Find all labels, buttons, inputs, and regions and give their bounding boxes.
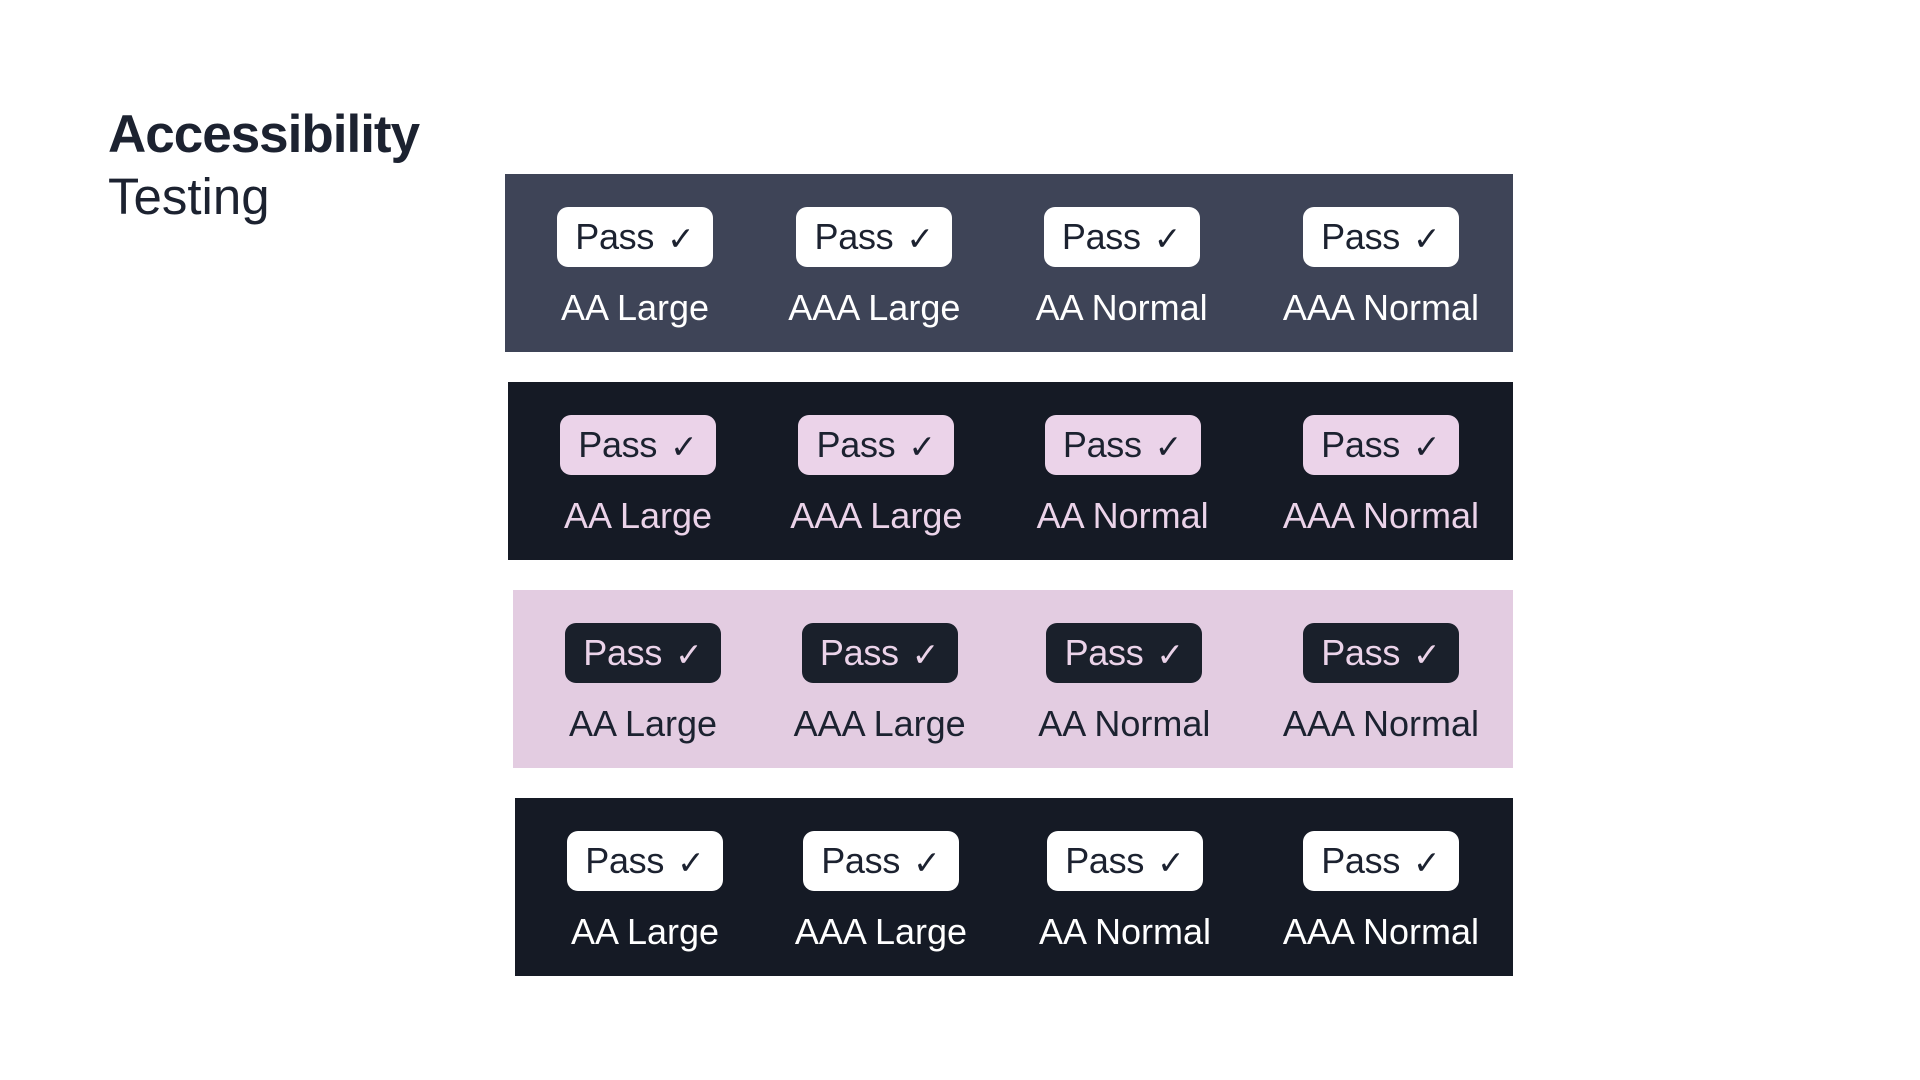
check-icon: ✓ (1413, 843, 1441, 881)
contrast-test-cell: Pass ✓ AA Normal (1037, 415, 1209, 537)
pass-badge: Pass ✓ (1046, 623, 1203, 683)
title-line-primary: Accessibility (108, 105, 420, 164)
contrast-row-pink-dark-badges: Pass ✓ AA Large Pass ✓ AAA Large Pass ✓ … (513, 590, 1513, 768)
check-icon: ✓ (677, 843, 705, 881)
pass-badge: Pass ✓ (1046, 831, 1203, 891)
check-icon: ✓ (1413, 635, 1441, 673)
check-icon: ✓ (670, 427, 698, 465)
pass-badge: Pass ✓ (1302, 623, 1459, 683)
contrast-row-dark-white-badges: Pass ✓ AA Large Pass ✓ AAA Large Pass ✓ … (515, 798, 1513, 976)
level-label: AA Large (560, 287, 710, 328)
check-icon: ✓ (1153, 219, 1182, 257)
contrast-test-cell: Pass ✓ AA Large (565, 623, 721, 745)
pass-badge-label: Pass (575, 216, 655, 257)
pass-badge-label: Pass (1061, 216, 1141, 257)
pass-badge-label: Pass (1062, 424, 1142, 465)
pass-badge: Pass ✓ (801, 623, 958, 683)
pass-badge-label: Pass (585, 840, 665, 881)
check-icon: ✓ (908, 427, 937, 465)
pass-badge-label: Pass (821, 840, 901, 881)
level-label: AAA Large (790, 495, 963, 536)
contrast-test-cell: Pass ✓ AA Normal (1038, 623, 1210, 745)
contrast-test-rows: Pass ✓ AA Large Pass ✓ AAA Large Pass ✓ … (505, 174, 1513, 976)
contrast-test-cell: Pass ✓ AA Normal (1036, 207, 1208, 329)
level-label: AAA Normal (1282, 703, 1479, 744)
pass-badge-label: Pass (1321, 632, 1401, 673)
contrast-row-slate-white-badges: Pass ✓ AA Large Pass ✓ AAA Large Pass ✓ … (505, 174, 1513, 352)
contrast-test-cell: Pass ✓ AAA Normal (1283, 831, 1479, 953)
level-label: AAA Large (788, 287, 961, 328)
pass-badge-label: Pass (1321, 424, 1401, 465)
level-label: AA Large (563, 495, 713, 536)
check-icon: ✓ (1156, 635, 1185, 673)
pass-badge-label: Pass (1064, 632, 1144, 673)
level-label: AA Normal (1035, 287, 1208, 328)
pass-badge: Pass ✓ (565, 623, 721, 683)
contrast-test-cell: Pass ✓ AAA Large (795, 831, 967, 953)
level-label: AA Large (570, 911, 720, 952)
contrast-test-cell: Pass ✓ AA Large (557, 207, 713, 329)
pass-badge: Pass ✓ (1044, 415, 1201, 475)
level-label: AA Normal (1036, 495, 1209, 536)
pass-badge: Pass ✓ (1043, 207, 1200, 267)
pass-badge: Pass ✓ (1302, 415, 1459, 475)
level-label: AAA Normal (1282, 911, 1479, 952)
pass-badge: Pass ✓ (560, 415, 716, 475)
check-icon: ✓ (667, 219, 695, 257)
level-label: AA Large (568, 703, 718, 744)
contrast-test-cell: Pass ✓ AAA Large (788, 207, 960, 329)
pass-badge: Pass ✓ (557, 207, 713, 267)
pass-badge: Pass ✓ (1302, 831, 1459, 891)
level-label: AA Normal (1038, 703, 1211, 744)
check-icon: ✓ (1157, 843, 1185, 881)
check-icon: ✓ (911, 635, 940, 673)
pass-badge: Pass ✓ (1302, 207, 1459, 267)
page-title: Accessibility Testing (108, 103, 420, 228)
pass-badge-label: Pass (1321, 216, 1401, 257)
level-label: AAA Normal (1282, 495, 1479, 536)
pass-badge-label: Pass (819, 632, 899, 673)
contrast-test-cell: Pass ✓ AA Normal (1039, 831, 1211, 953)
pass-badge-label: Pass (1321, 840, 1401, 881)
pass-badge: Pass ✓ (798, 415, 955, 475)
check-icon: ✓ (913, 843, 941, 881)
title-line-secondary: Testing (108, 168, 270, 225)
check-icon: ✓ (675, 635, 703, 673)
level-label: AAA Large (794, 911, 968, 952)
pass-badge-label: Pass (816, 424, 896, 465)
check-icon: ✓ (1413, 427, 1441, 465)
pass-badge-label: Pass (1065, 840, 1145, 881)
contrast-test-cell: Pass ✓ AAA Large (790, 415, 962, 537)
contrast-test-cell: Pass ✓ AA Large (567, 831, 723, 953)
level-label: AA Normal (1038, 911, 1211, 952)
contrast-test-cell: Pass ✓ AAA Normal (1283, 623, 1479, 745)
contrast-test-cell: Pass ✓ AAA Large (794, 623, 966, 745)
pass-badge-label: Pass (814, 216, 894, 257)
level-label: AAA Normal (1282, 287, 1479, 328)
check-icon: ✓ (1413, 219, 1441, 257)
contrast-row-dark-pink-badges: Pass ✓ AA Large Pass ✓ AAA Large Pass ✓ … (508, 382, 1513, 560)
pass-badge-label: Pass (583, 632, 663, 673)
check-icon: ✓ (906, 219, 935, 257)
pass-badge-label: Pass (578, 424, 658, 465)
contrast-test-cell: Pass ✓ AAA Normal (1283, 207, 1479, 329)
pass-badge: Pass ✓ (802, 831, 959, 891)
check-icon: ✓ (1154, 427, 1183, 465)
pass-badge: Pass ✓ (567, 831, 723, 891)
contrast-test-cell: Pass ✓ AA Large (560, 415, 716, 537)
level-label: AAA Large (793, 703, 966, 744)
contrast-test-cell: Pass ✓ AAA Normal (1283, 415, 1479, 537)
pass-badge: Pass ✓ (796, 207, 953, 267)
